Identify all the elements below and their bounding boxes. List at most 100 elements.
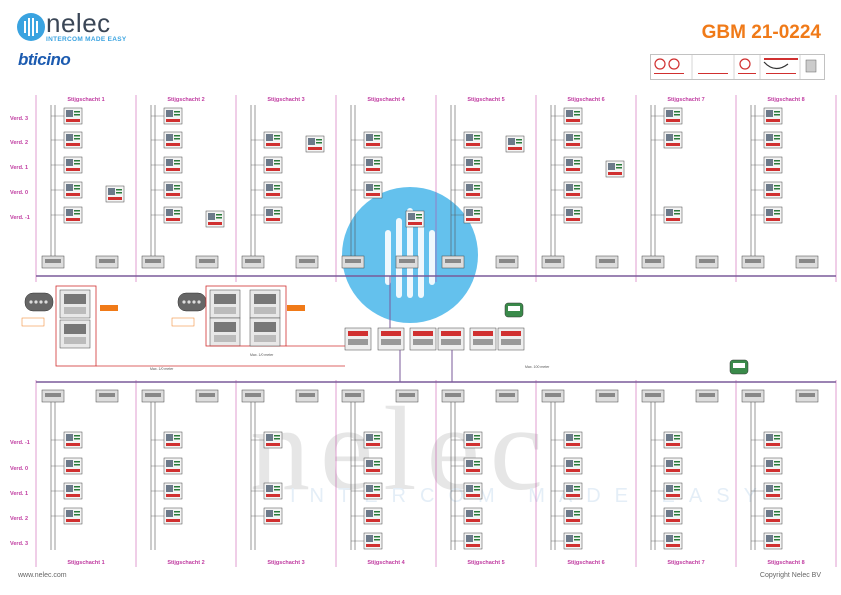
- shaft-label: Stijgschacht 7: [667, 560, 705, 566]
- intercom-screen: [566, 460, 573, 467]
- intercom-terminal: [166, 469, 180, 472]
- intercom-key: [674, 435, 680, 437]
- intercom-key: [574, 539, 580, 541]
- intercom-terminal: [166, 519, 180, 522]
- note-box: [171, 317, 195, 327]
- intercom-key: [774, 435, 780, 437]
- intercom-key: [674, 461, 680, 463]
- intercom-key: [174, 489, 180, 491]
- intercom-key: [574, 111, 580, 113]
- intercom-screen: [66, 159, 73, 166]
- intercom-terminal: [366, 143, 380, 146]
- wiring-frame: [55, 285, 97, 367]
- distributor-label: [799, 259, 815, 263]
- camera-lens: [187, 300, 191, 304]
- intercom-key: [574, 461, 580, 463]
- distributor-label: [399, 393, 415, 397]
- legend-box: [650, 54, 825, 80]
- intercom-terminal: [166, 218, 180, 221]
- distributor-label: [545, 259, 561, 263]
- intercom-terminal: [66, 119, 80, 122]
- intercom-terminal: [66, 168, 80, 171]
- intercom-screen: [166, 110, 173, 117]
- bticino-logo: bticino: [18, 50, 71, 69]
- distributor-label: [199, 393, 215, 397]
- note-box: [21, 317, 45, 327]
- intercom-key: [674, 114, 680, 116]
- intercom-key: [474, 188, 480, 190]
- intercom-key: [774, 210, 780, 212]
- intercom-screen: [566, 510, 573, 517]
- intercom-key: [474, 464, 480, 466]
- intercom-key: [774, 511, 780, 513]
- intercom-key: [474, 486, 480, 488]
- camera-lens: [39, 300, 43, 304]
- distributor-label: [645, 259, 661, 263]
- intercom-key: [474, 185, 480, 187]
- intercom-terminal: [566, 168, 580, 171]
- intercom-key: [174, 210, 180, 212]
- panel-camera: [214, 322, 236, 332]
- intercom-terminal: [766, 143, 780, 146]
- intercom-key: [74, 210, 80, 212]
- panel-buttons: [64, 337, 86, 344]
- intercom-terminal: [66, 469, 80, 472]
- intercom-key: [474, 135, 480, 137]
- intercom-key: [174, 511, 180, 513]
- intercom-terminal: [766, 443, 780, 446]
- intercom-key: [374, 435, 380, 437]
- distributor-label: [345, 393, 361, 397]
- intercom-key: [74, 213, 80, 215]
- intercom-screen: [566, 110, 573, 117]
- intercom-key: [116, 189, 122, 191]
- distributor-label: [245, 259, 261, 263]
- intercom-screen: [466, 434, 473, 441]
- intercom-key: [274, 435, 280, 437]
- intercom-terminal: [766, 193, 780, 196]
- intercom-key: [474, 435, 480, 437]
- distributor-label: [145, 393, 161, 397]
- intercom-key: [474, 511, 480, 513]
- intercom-key: [416, 217, 422, 219]
- intercom-screen: [608, 163, 615, 170]
- camera-module: [24, 292, 54, 312]
- intercom-key: [674, 111, 680, 113]
- intercom-key: [474, 461, 480, 463]
- intercom-terminal: [666, 143, 680, 146]
- intercom-terminal: [666, 218, 680, 221]
- shaft-label: Stijgschacht 4: [367, 97, 405, 103]
- intercom-key: [74, 435, 80, 437]
- intercom-terminal: [266, 193, 280, 196]
- controller-body: [473, 339, 493, 345]
- intercom-terminal: [366, 168, 380, 171]
- intercom-screen: [366, 510, 373, 517]
- shaft-label: Stijgschacht 8: [767, 97, 805, 103]
- intercom-key: [174, 163, 180, 165]
- intercom-key: [574, 135, 580, 137]
- intercom-key: [374, 185, 380, 187]
- distributor-label: [599, 259, 615, 263]
- intercom-screen: [666, 460, 673, 467]
- intercom-key: [174, 185, 180, 187]
- intercom-key: [74, 486, 80, 488]
- intercom-terminal: [466, 143, 480, 146]
- intercom-terminal: [366, 469, 380, 472]
- intercom-terminal: [166, 143, 180, 146]
- bus-length-label: Max. 1/0 meter: [250, 353, 274, 357]
- controller-body: [413, 339, 433, 345]
- intercom-key: [674, 489, 680, 491]
- intercom-key: [74, 461, 80, 463]
- intercom-screen: [108, 188, 115, 195]
- intercom-key: [774, 135, 780, 137]
- intercom-terminal: [766, 218, 780, 221]
- intercom-key: [774, 438, 780, 440]
- intercom-key: [374, 461, 380, 463]
- intercom-screen: [666, 510, 673, 517]
- intercom-key: [474, 514, 480, 516]
- intercom-key: [674, 536, 680, 538]
- intercom-screen: [466, 460, 473, 467]
- intercom-key: [274, 188, 280, 190]
- intercom-terminal: [66, 193, 80, 196]
- shaft-label: Stijgschacht 5: [467, 97, 505, 103]
- intercom-key: [74, 114, 80, 116]
